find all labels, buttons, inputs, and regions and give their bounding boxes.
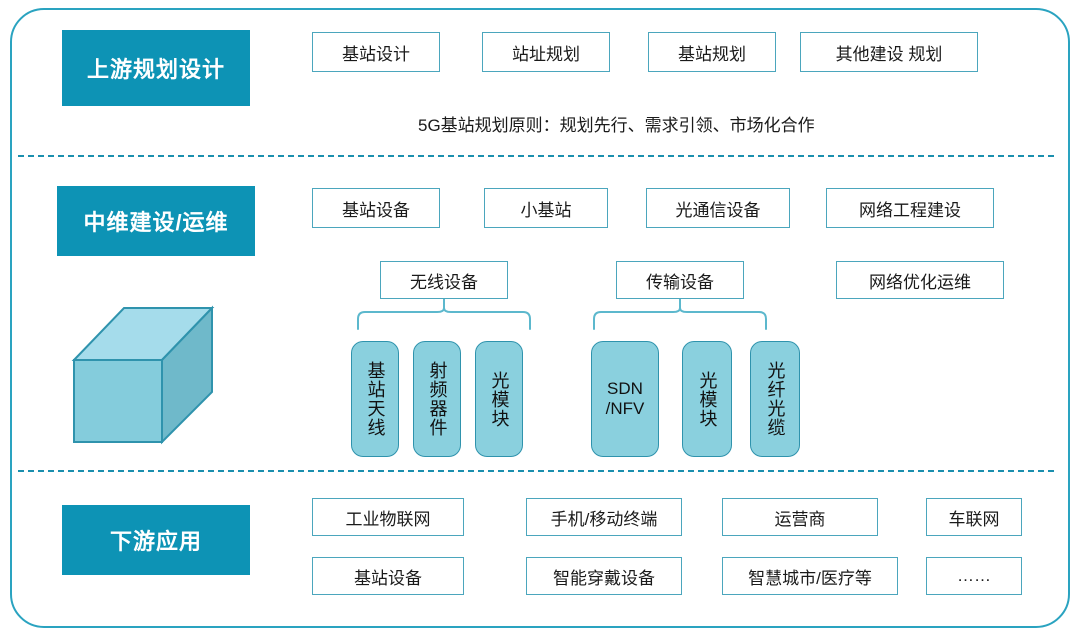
upstream-box-2[interactable]: 站址规划 [482,32,610,72]
downstream-row2-box-1[interactable]: 基站设备 [312,557,464,595]
midstream-row2-box-transmission[interactable]: 传输设备 [616,261,744,299]
downstream-row2-box-3[interactable]: 智慧城市/医疗等 [722,557,898,595]
downstream-row2-box-4[interactable]: …… [926,557,1022,595]
midstream-row1-box-1[interactable]: 基站设备 [312,188,440,228]
downstream-row1-box-3[interactable]: 运营商 [722,498,878,536]
chip-wireless-child-2[interactable]: 射频器件 [413,341,461,457]
section-divider-upstream-midstream [18,155,1054,157]
outer-frame [10,8,1070,628]
chip-wireless-child-1[interactable]: 基站天线 [351,341,399,457]
chip-transmission-child-1[interactable]: SDN /NFV [591,341,659,457]
upstream-box-4[interactable]: 其他建设 规划 [800,32,978,72]
upstream-principle-note: 5G基站规划原则：规划先行、需求引领、市场化合作 [418,116,815,135]
chip-sdn-nfv-label: SDN /NFV [605,378,645,418]
brace-transmission [588,298,772,344]
downstream-row2-box-2[interactable]: 智能穿戴设备 [526,557,682,595]
chip-wireless-child-3[interactable]: 光模块 [475,341,523,457]
chip-transmission-child-3[interactable]: 光纤光缆 [750,341,800,457]
stage-label-upstream: 上游规划设计 [62,30,250,106]
midstream-row2-box-wireless[interactable]: 无线设备 [380,261,508,299]
midstream-row1-box-3[interactable]: 光通信设备 [646,188,790,228]
stage-label-downstream: 下游应用 [62,505,250,575]
brace-wireless [352,298,536,344]
downstream-row1-box-2[interactable]: 手机/移动终端 [526,498,682,536]
isometric-cube-icon [66,300,218,455]
chip-transmission-child-2[interactable]: 光模块 [682,341,732,457]
midstream-row2-box-optimization[interactable]: 网络优化运维 [836,261,1004,299]
upstream-box-1[interactable]: 基站设计 [312,32,440,72]
upstream-box-3[interactable]: 基站规划 [648,32,776,72]
midstream-row1-box-2[interactable]: 小基站 [484,188,608,228]
section-divider-midstream-downstream [18,470,1054,472]
stage-label-midstream: 中维建设/运维 [57,186,255,256]
downstream-row1-box-1[interactable]: 工业物联网 [312,498,464,536]
downstream-row1-box-4[interactable]: 车联网 [926,498,1022,536]
midstream-row1-box-4[interactable]: 网络工程建设 [826,188,994,228]
